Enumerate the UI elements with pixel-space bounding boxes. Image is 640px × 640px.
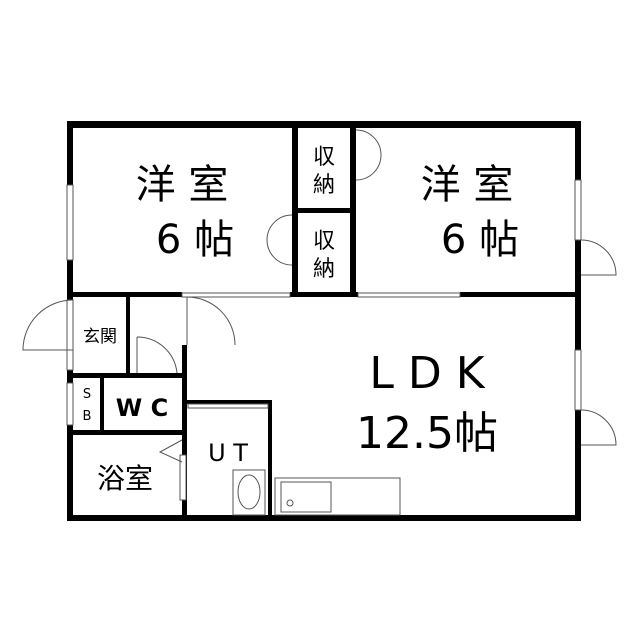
ldk-size: 12.5帖: [356, 408, 498, 459]
utility-label: U T: [208, 439, 248, 467]
shoebox-label-b: B: [83, 409, 92, 424]
storage-top-line2: 納: [313, 173, 335, 198]
shoebox-label-s: S: [83, 387, 91, 402]
wc-label: W C: [116, 394, 168, 422]
fixtures: [232, 469, 401, 516]
entrance-label: 玄関: [83, 327, 117, 347]
windows-doors: [22, 129, 617, 501]
kitchen-counter: [274, 477, 401, 516]
room-name-western-left: 洋 室: [136, 162, 229, 208]
room-name-western-right: 洋 室: [421, 162, 514, 208]
bath-label: 浴室: [97, 462, 153, 495]
sink-icon: [280, 481, 332, 513]
storage-bottom-line1: 収: [313, 229, 335, 254]
ldk-label: L D K: [369, 348, 485, 399]
storage-bottom-line2: 納: [313, 257, 335, 282]
room-size-western-right: 6 帖: [441, 217, 519, 263]
storage-top-line1: 収: [313, 145, 335, 170]
room-size-western-left: 6 帖: [156, 217, 234, 263]
washbasin-icon: [232, 469, 266, 516]
